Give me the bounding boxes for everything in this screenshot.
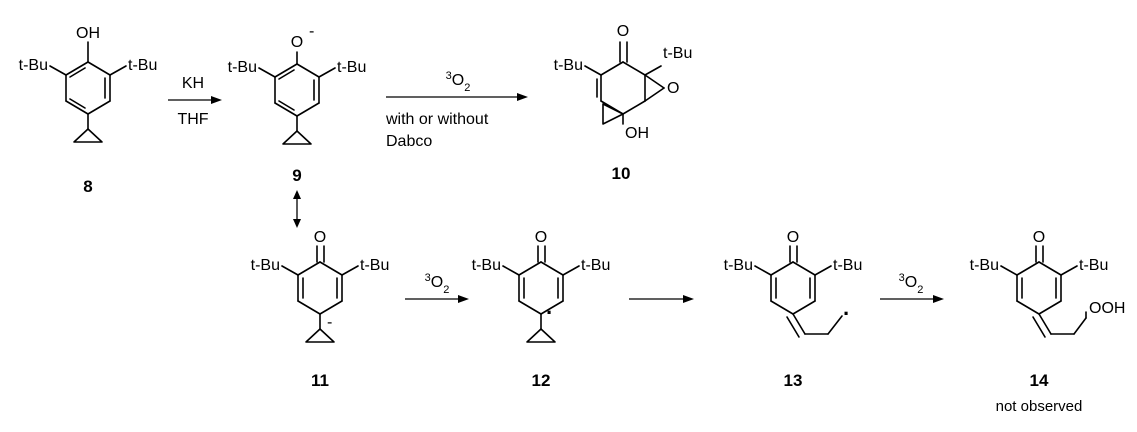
compound-11-tbu-right: t-Bu: [360, 257, 389, 274]
compound-14: O t-Bu t-Bu OOH 14 not observed: [970, 229, 1126, 415]
solvent-thf: THF: [177, 111, 208, 128]
arrow-11-to-12: 3O2: [405, 272, 469, 303]
compound-8-number: 8: [83, 177, 92, 196]
compound-12-bonds: [502, 245, 580, 343]
compound-8-bonds: [49, 41, 127, 143]
compound-10-bonds: [584, 41, 665, 125]
compound-14-hydroperoxide: OOH: [1089, 300, 1125, 317]
compound-12-tbu-left: t-Bu: [472, 257, 501, 274]
compound-8-tbu-left: t-Bu: [19, 57, 48, 74]
compound-10-ketone-oxygen: O: [617, 23, 629, 40]
compound-12-radical-dot: ·: [546, 300, 553, 325]
compound-10-epoxide-oxygen: O: [667, 80, 679, 97]
compound-11-carbanion-charge: -: [327, 314, 332, 331]
compound-14-bonds: [1000, 245, 1087, 338]
compound-9-bonds: [258, 51, 336, 145]
compound-9-oxygen: O: [291, 34, 303, 51]
reagent-kh: KH: [182, 75, 204, 92]
compound-10-tbu-right: t-Bu: [663, 45, 692, 62]
arrow-12-to-13: [629, 295, 694, 303]
condition-dabco: Dabco: [386, 133, 432, 150]
condition-with-or-without: with or without: [385, 111, 489, 128]
reagent-triplet-oxygen-1: 3O2: [446, 70, 471, 94]
compound-11-number: 11: [311, 371, 329, 390]
compound-10: O t-Bu t-Bu O OH 10: [554, 23, 693, 183]
reagent-triplet-oxygen-2: 3O2: [425, 272, 450, 296]
compound-11: O t-Bu t-Bu - 11: [251, 229, 390, 390]
compound-13-bonds: [754, 245, 843, 338]
compound-14-not-observed-note: not observed: [996, 398, 1083, 415]
compound-13-tbu-left: t-Bu: [724, 257, 753, 274]
compound-13-radical-dot: ·: [843, 301, 850, 326]
compound-12-tbu-right: t-Bu: [581, 257, 610, 274]
compound-12-oxygen: O: [535, 229, 547, 246]
resonance-arrow-9-11: [293, 190, 301, 228]
compound-12: O t-Bu t-Bu · 12: [472, 229, 611, 390]
arrow-8-to-9: KH THF: [168, 75, 222, 128]
compound-11-bonds: [281, 245, 359, 343]
compound-14-oxygen: O: [1033, 229, 1045, 246]
compound-10-hydroxyl: OH: [625, 125, 649, 142]
compound-13-tbu-right: t-Bu: [833, 257, 862, 274]
compound-8: OH t-Bu t-Bu 8: [19, 25, 158, 196]
compound-14-number: 14: [1030, 371, 1049, 390]
compound-11-tbu-left: t-Bu: [251, 257, 280, 274]
compound-14-tbu-left: t-Bu: [970, 257, 999, 274]
arrow-13-to-14: 3O2: [880, 272, 944, 303]
compound-13-oxygen: O: [787, 229, 799, 246]
compound-9-tbu-left: t-Bu: [228, 59, 257, 76]
compound-9-number: 9: [292, 166, 301, 185]
compound-13-number: 13: [784, 371, 803, 390]
reagent-triplet-oxygen-3: 3O2: [899, 272, 924, 296]
compound-9-tbu-right: t-Bu: [337, 59, 366, 76]
arrow-9-to-10: 3O2 with or without Dabco: [385, 70, 528, 150]
compound-10-number: 10: [612, 164, 631, 183]
compound-9: O - t-Bu t-Bu 9: [228, 23, 367, 185]
compound-9-charge: -: [309, 23, 314, 40]
compound-8-hydroxyl: OH: [76, 25, 100, 42]
compound-12-number: 12: [532, 371, 551, 390]
compound-11-oxygen: O: [314, 229, 326, 246]
compound-14-tbu-right: t-Bu: [1079, 257, 1108, 274]
compound-8-tbu-right: t-Bu: [128, 57, 157, 74]
compound-13: O t-Bu t-Bu · 13: [724, 229, 863, 390]
compound-10-tbu-left: t-Bu: [554, 57, 583, 74]
